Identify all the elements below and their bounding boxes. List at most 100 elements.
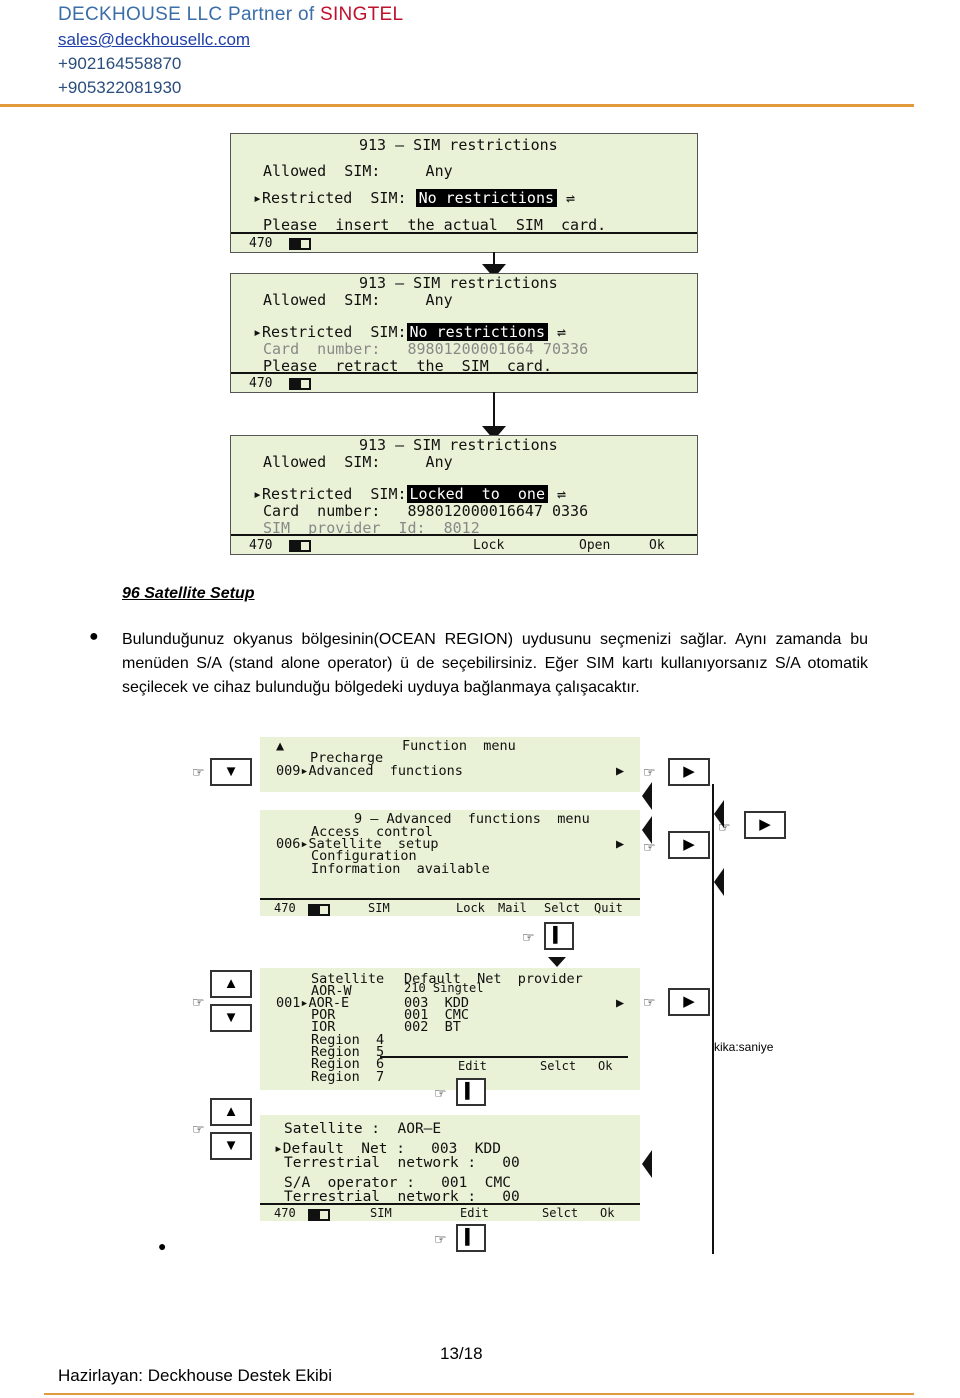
up-button[interactable]: ▲ — [210, 970, 252, 998]
battery-icon — [289, 238, 311, 250]
page-header: DECKHOUSE LLC Partner of SINGTEL sales@d… — [58, 4, 403, 98]
softkey-edit[interactable]: Edit — [458, 1059, 487, 1073]
satellite-row: AOR-W — [311, 983, 352, 999]
satellite-row: Region 4 — [311, 1032, 385, 1048]
battery-icon — [289, 540, 311, 552]
screen-message: Please retract the SIM card. — [263, 357, 552, 375]
menu-item-config: Configuration — [311, 848, 417, 864]
down-button[interactable]: ▼ — [210, 1004, 252, 1032]
status-bar: 470 — [231, 232, 697, 254]
card-number: Card number: 898012000016647 0336 — [263, 502, 589, 520]
flow-line — [493, 252, 495, 266]
right-button[interactable]: ▶ — [668, 988, 710, 1016]
left-arrow-icon — [714, 868, 724, 896]
softkey-sim[interactable]: SIM — [370, 1206, 392, 1220]
arrow-down-icon — [548, 957, 566, 967]
satellite-row: 001▸AOR-E — [276, 995, 350, 1011]
enter-button[interactable]: ▍ — [456, 1224, 486, 1252]
softkey-quit[interactable]: Quit — [594, 901, 623, 915]
note-text: kika:saniye — [714, 1040, 774, 1054]
hand-pointer-icon: ☞ — [192, 1122, 205, 1138]
provider-row: 001 CMC — [404, 1007, 470, 1023]
footer-divider — [44, 1393, 914, 1395]
softkey-edit[interactable]: Edit — [460, 1206, 489, 1220]
lcd-screen-1: 913 – SIM restrictions Allowed SIM: Any … — [230, 133, 698, 253]
restricted-sim-row: ▸Restricted SIM:Locked to one ⇌ — [253, 485, 567, 503]
right-button[interactable]: ▶ — [668, 758, 710, 786]
down-button[interactable]: ▼ — [210, 1132, 252, 1160]
bullet-icon: ● — [158, 1238, 167, 1254]
screen-title: 913 – SIM restrictions — [359, 274, 558, 292]
company-name: DECKHOUSE LLC Partner of SINGTEL — [58, 4, 404, 25]
allowed-sim: Allowed SIM: Any — [263, 291, 453, 309]
softkey-lock[interactable]: Lock — [456, 901, 485, 915]
footer-author: Hazirlayan: Deckhouse Destek Ekibi — [58, 1366, 333, 1385]
provider-id: SIM provider Id: 8012 — [263, 519, 480, 537]
menu-title: Function menu — [402, 738, 516, 754]
status-bar: 470 SIM Edit Selct Ok — [260, 1203, 640, 1223]
softkey-ok[interactable]: Ok — [649, 538, 665, 553]
satellite-row: POR — [311, 1007, 336, 1023]
right-button[interactable]: ▶ — [744, 811, 786, 839]
enter-button[interactable]: ▍ — [456, 1078, 486, 1106]
status-number: 470 — [249, 538, 273, 553]
satellite-row: Region 6 — [311, 1056, 385, 1072]
lcd-screen-2: 913 – SIM restrictions Allowed SIM: Any … — [230, 273, 698, 393]
down-button[interactable]: ▼ — [210, 758, 252, 786]
email-link[interactable]: sales@deckhousellc.com — [58, 30, 251, 49]
softkey-select[interactable]: Selct — [540, 1059, 577, 1073]
satellite-line: Satellite : AOR–E — [284, 1121, 442, 1137]
battery-icon — [308, 904, 330, 916]
right-arrow-icon: ▶ — [616, 836, 625, 852]
screen-message: Please insert the actual SIM card. — [263, 216, 607, 234]
advanced-functions-screen: 9 – Advanced functions menu Access contr… — [260, 810, 640, 916]
softkey-select[interactable]: Selct — [542, 1206, 579, 1220]
hand-pointer-icon: ☞ — [643, 765, 656, 781]
phone-2: +905322081930 — [58, 78, 182, 97]
allowed-sim: Allowed SIM: Any — [263, 162, 453, 180]
bullet-icon: ● — [89, 628, 99, 645]
lcd-screen-3: 913 – SIM restrictions Allowed SIM: Any … — [230, 435, 698, 555]
status-number: 470 — [249, 376, 273, 391]
status-bar: Edit Selct Ok — [380, 1056, 628, 1076]
enter-button[interactable]: ▍ — [544, 922, 574, 950]
col-header-satellite: Satellite — [311, 971, 385, 987]
softkey-open[interactable]: Open — [579, 538, 611, 553]
softkey-sim[interactable]: SIM — [368, 901, 390, 915]
status-bar: 470 Lock Open Ok — [231, 534, 697, 556]
softkey-ok[interactable]: Ok — [598, 1059, 613, 1073]
softkey-mail[interactable]: Mail — [498, 901, 527, 915]
status-number: 470 — [274, 901, 296, 915]
softkey-select[interactable]: Selct — [544, 901, 581, 915]
allowed-sim: Allowed SIM: Any — [263, 453, 453, 471]
up-arrow-icon: ▲ — [276, 738, 285, 754]
left-arrow-icon — [642, 782, 652, 810]
restricted-value: Locked to one — [406, 485, 548, 503]
phone-1: +902164558870 — [58, 54, 182, 73]
provider-row: 210 Singtel — [404, 981, 484, 995]
function-menu-screen: ▲ Function menu Precharge 009▸Advanced f… — [260, 737, 640, 792]
hand-pointer-icon: ☞ — [192, 765, 205, 781]
card-number: Card number: 89801200001664 70336 — [263, 340, 589, 358]
restricted-value: No restrictions — [406, 323, 548, 341]
section-title: 96 Satellite Setup — [122, 585, 255, 602]
menu-item-satellite: 006▸Satellite setup — [276, 836, 439, 852]
restricted-value: No restrictions — [415, 189, 558, 207]
col-header-provider: Default Net provider — [404, 971, 583, 987]
softkey-ok[interactable]: Ok — [600, 1206, 615, 1220]
left-arrow-icon — [714, 800, 724, 828]
right-button[interactable]: ▶ — [668, 831, 710, 859]
screen-title: 913 – SIM restrictions — [359, 436, 558, 454]
status-bar: 470 SIM Lock Mail Selct Quit — [260, 898, 640, 918]
left-arrow-icon — [642, 1150, 652, 1178]
softkey-lock[interactable]: Lock — [473, 538, 505, 553]
battery-icon — [289, 378, 311, 390]
left-arrow-icon — [642, 816, 652, 844]
default-net-line: ▸Default Net : 003 KDD — [274, 1141, 501, 1157]
menu-item-precharge: Precharge — [310, 750, 384, 766]
hand-pointer-icon: ☞ — [434, 1232, 447, 1248]
menu-item-info: Information available — [311, 861, 490, 877]
header-divider — [0, 104, 914, 107]
sa-operator-line: S/A operator : 001 CMC — [284, 1175, 511, 1191]
up-button[interactable]: ▲ — [210, 1098, 252, 1126]
